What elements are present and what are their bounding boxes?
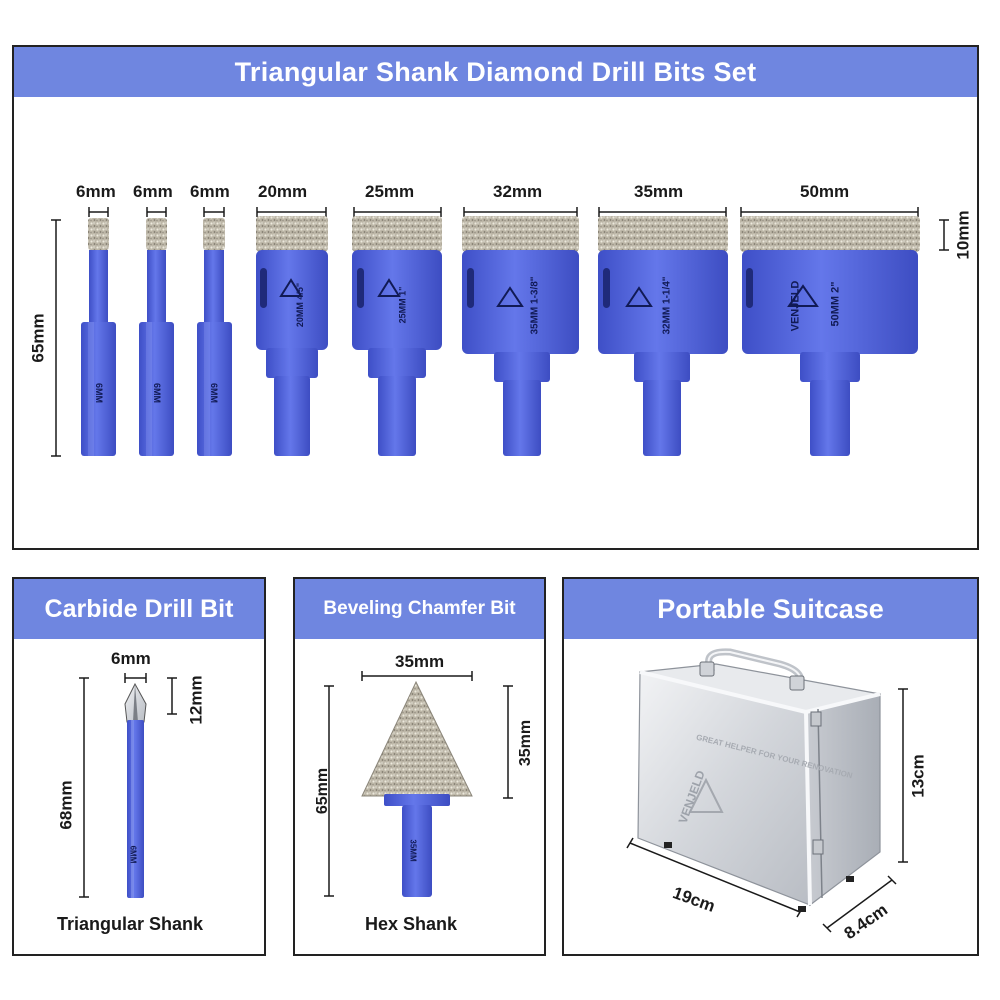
suitcase-title: Portable Suitcase [564, 579, 977, 639]
bit-marking-5: 25MM 1" [397, 286, 408, 324]
bit-marking-8: 50MM 2" [829, 281, 842, 327]
bit-marking-6: 35MM 1-3/8" [529, 276, 541, 335]
chamfer-bit-panel: Beveling Chamfer Bit [293, 577, 546, 956]
bit-marking-4: 20MM 4/5" [295, 282, 306, 328]
chamfer-length-label: 65mm [314, 767, 332, 815]
chamfer-caption: Hex Shank [365, 914, 458, 934]
diamond-bits-title: Triangular Shank Diamond Drill Bits Set [14, 47, 977, 97]
size-label-6: 32mm [493, 182, 543, 201]
chamfer-bit-marking: 35MM [408, 839, 418, 862]
size-label-8: 50mm [800, 182, 850, 201]
carbide-length-label: 68mm [56, 780, 76, 830]
size-label-2: 6mm [133, 182, 173, 201]
bit-marking-3: 6MM [209, 383, 219, 403]
carbide-caption: Triangular Shank [57, 914, 204, 934]
bit-marking-1: 6MM [94, 383, 104, 403]
size-label-7: 35mm [634, 182, 684, 201]
chamfer-bit-title: Beveling Chamfer Bit [295, 579, 544, 639]
chamfer-height-label: 35mm [517, 719, 535, 767]
length-label: 65mm [28, 313, 48, 363]
case-height-label: 13cm [908, 754, 928, 798]
carbide-bit-title: Carbide Drill Bit [14, 579, 264, 639]
carbide-tip-label: 12mm [186, 675, 206, 725]
carbide-diameter-label: 6mm [111, 649, 151, 668]
size-label-5: 25mm [365, 182, 415, 201]
size-label-3: 6mm [190, 182, 230, 201]
brand-logo-text: VENJELD [789, 280, 802, 332]
bit-marking-7: 32MM 1-1/4" [661, 276, 673, 335]
chamfer-diameter-label: 35mm [395, 652, 445, 671]
size-label-1: 6mm [76, 182, 116, 201]
bit-marking-2: 6MM [152, 383, 162, 403]
carbide-bit-panel: Carbide Drill Bit [12, 577, 266, 956]
carbide-bit-marking: 6MM [128, 845, 138, 864]
crown-height-label: 10mm [953, 210, 973, 260]
size-label-4: 20mm [258, 182, 308, 201]
